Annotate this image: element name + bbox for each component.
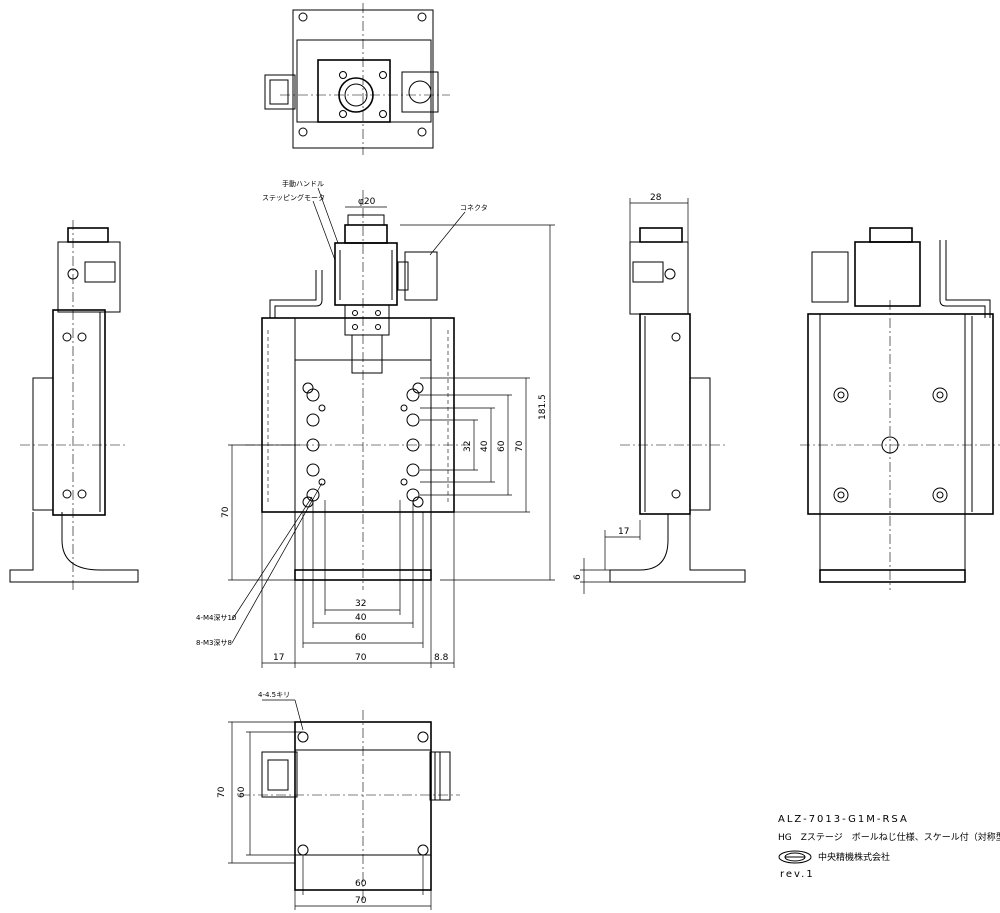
label-stepping-motor: ステッピングモータ bbox=[262, 193, 325, 202]
label-tap-m4: 4-M4深サ10 bbox=[196, 613, 236, 622]
left-side-view bbox=[9, 220, 139, 590]
dim-17-front: 17 bbox=[273, 653, 284, 663]
dim-phi20: φ20 bbox=[358, 197, 376, 207]
right-side-view bbox=[580, 198, 746, 594]
dim-32-right: 32 bbox=[463, 441, 473, 452]
rear-view bbox=[800, 227, 1000, 590]
product-description: HG Zステージ ボールねじ仕様、スケール付（対称型） bbox=[778, 831, 1000, 843]
dim-70-right: 70 bbox=[515, 440, 525, 452]
dim-60-bottomview-h: 60 bbox=[355, 879, 367, 889]
dim-70-bottom: 70 bbox=[355, 653, 367, 663]
front-view bbox=[245, 190, 470, 590]
label-manual-handle: 手動ハンドル bbox=[282, 179, 324, 188]
company-logo-icon bbox=[778, 850, 812, 864]
dim-40-right: 40 bbox=[480, 440, 490, 452]
label-tap-m3: 8-M3深サ8 bbox=[196, 638, 232, 647]
model-number: ALZ-7013-G1M-RSA bbox=[778, 814, 909, 825]
dim-32-bottom: 32 bbox=[355, 599, 366, 609]
dim-181-5: 181.5 bbox=[538, 394, 548, 420]
dim-70-left: 70 bbox=[221, 506, 231, 518]
dim-70-bottomview: 70 bbox=[217, 786, 227, 798]
dim-60-bottom: 60 bbox=[355, 633, 367, 643]
dim-60-right: 60 bbox=[497, 440, 507, 452]
dim-17-side: 17 bbox=[618, 527, 629, 537]
label-hole-4-5: 4-4.5キリ bbox=[258, 691, 290, 699]
dim-28: 28 bbox=[650, 193, 662, 203]
dim-60-bottomview: 60 bbox=[237, 786, 247, 798]
label-connector: コネクタ bbox=[460, 203, 488, 212]
top-view bbox=[264, 3, 450, 155]
title-block: ALZ-7013-G1M-RSA HG Zステージ ボールねじ仕様、スケール付（… bbox=[778, 814, 1000, 880]
company-name: 中央精機株式会社 bbox=[818, 851, 890, 863]
revision: rev.1 bbox=[780, 869, 815, 880]
dim-6: 6 bbox=[573, 574, 583, 580]
bottom-view bbox=[228, 699, 460, 910]
dim-70-bottomview-h: 70 bbox=[355, 896, 367, 906]
front-dimensions bbox=[228, 187, 555, 668]
dim-40-bottom: 40 bbox=[355, 613, 367, 623]
dim-8-8: 8.8 bbox=[434, 653, 449, 663]
